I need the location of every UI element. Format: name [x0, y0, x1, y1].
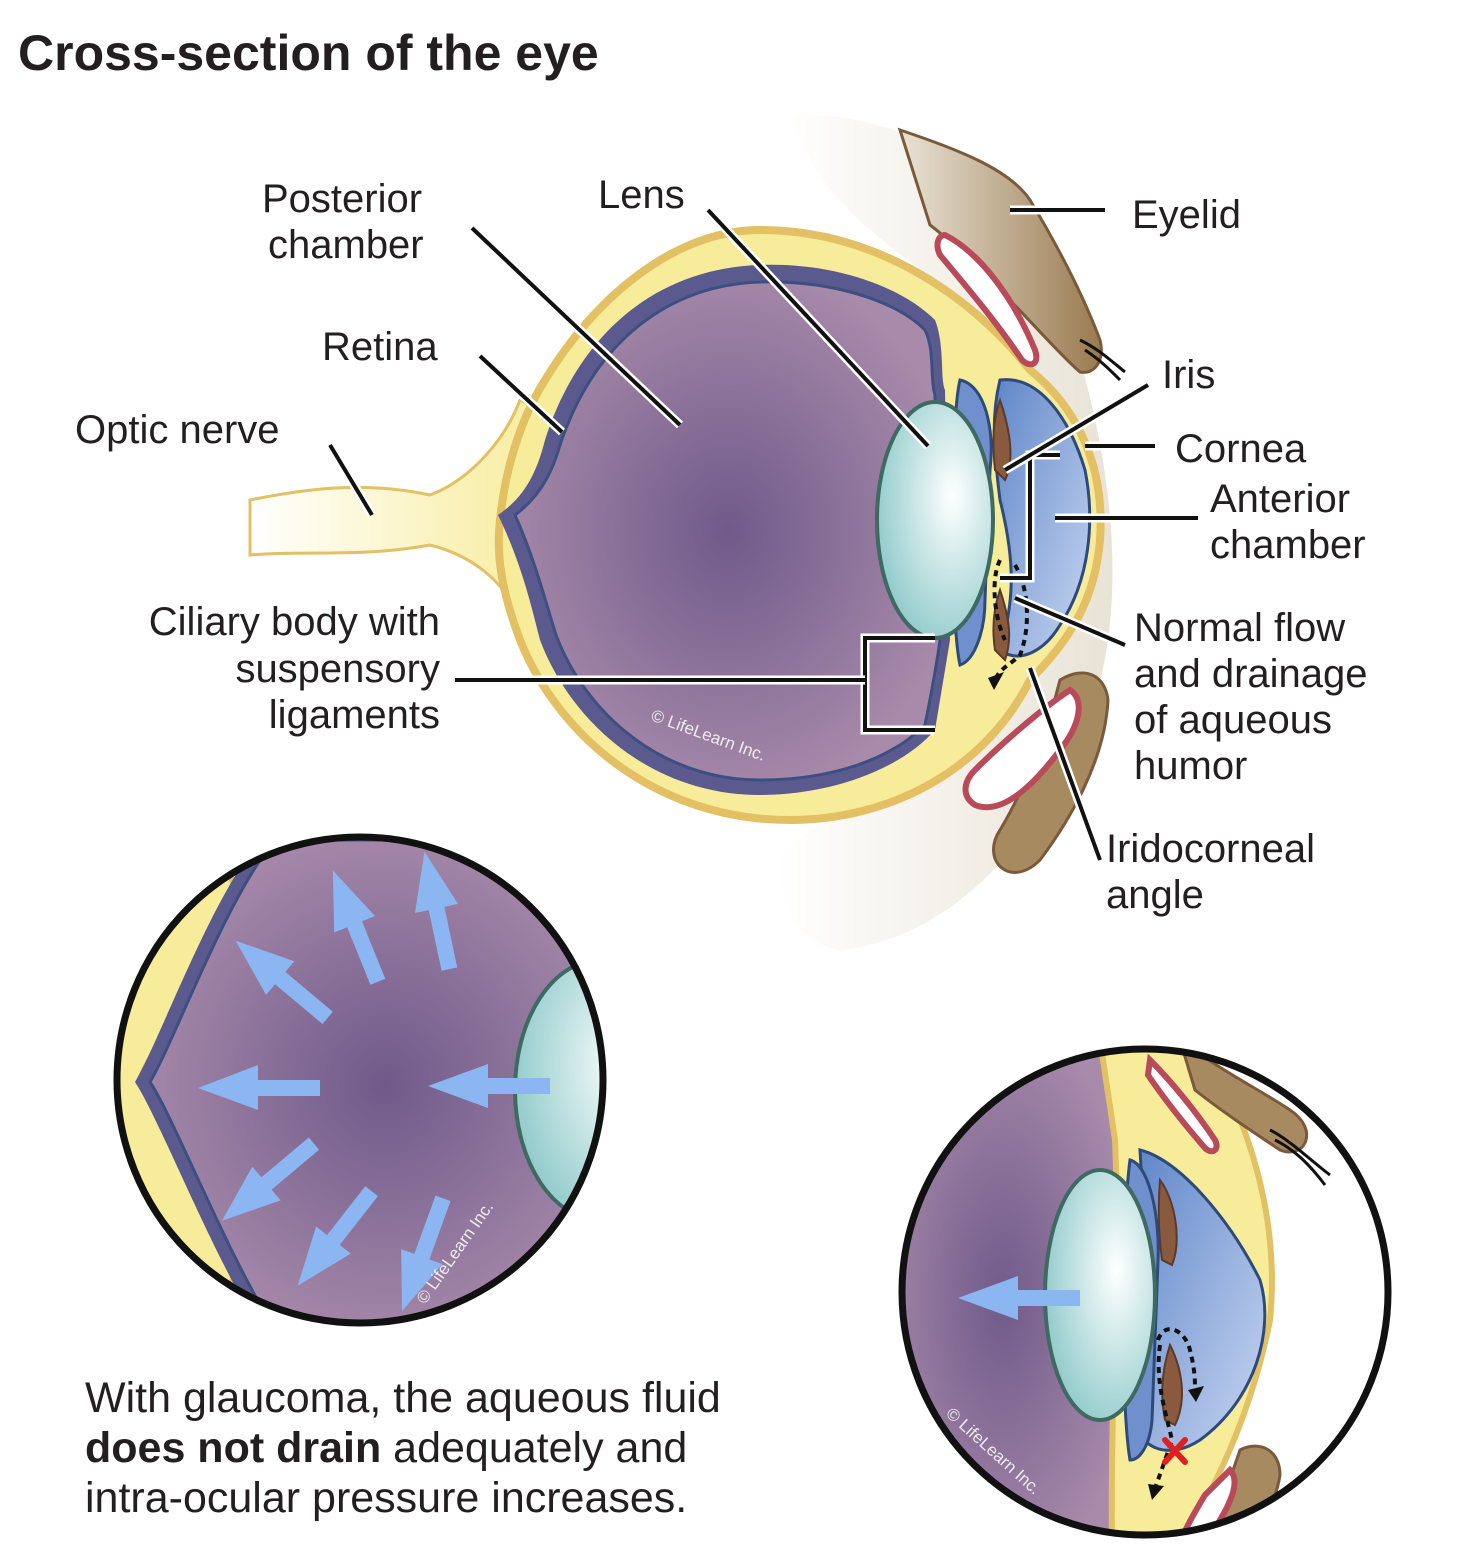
label-optic-nerve: Optic nerve — [75, 408, 280, 452]
label-iridocorneal-1: Iridocorneal — [1106, 827, 1315, 871]
upper-lid-margin — [934, 231, 1040, 368]
lens — [875, 400, 995, 640]
label-retina: Retina — [322, 325, 438, 369]
label-iris: Iris — [1162, 353, 1215, 397]
drainage-arrow-head — [988, 672, 1004, 690]
caption-line-2-rest: adequately and — [381, 1424, 687, 1472]
label-normal-flow-3: of aqueous — [1134, 698, 1332, 742]
label-posterior-chamber-1: Posterior — [262, 177, 422, 221]
label-anterior-chamber-1: Anterior — [1210, 477, 1350, 521]
blocked-flow-arrow — [1153, 1327, 1197, 1489]
label-ciliary-1: Ciliary body with — [149, 600, 440, 644]
pressure-arrow-down — [297, 1186, 378, 1286]
drainage-arrow — [992, 559, 1029, 681]
caption-bold: does not drain — [85, 1424, 381, 1472]
pressure-arrow-downleft — [222, 1137, 320, 1221]
pressure-arrow-up — [332, 870, 386, 985]
block-x-icon — [1162, 1437, 1188, 1465]
label-lens: Lens — [598, 173, 685, 217]
pressure-arrow-upright — [415, 851, 459, 971]
pressure-arrows — [198, 851, 550, 1312]
eyelashes — [1079, 338, 1126, 382]
label-anterior-chamber-2: chamber — [1210, 523, 1366, 567]
label-cornea: Cornea — [1175, 427, 1307, 471]
labels: Posterior chamber Lens Eyelid Retina Iri… — [75, 173, 1368, 917]
label-normal-flow-4: humor — [1134, 744, 1247, 788]
label-normal-flow-1: Normal flow — [1134, 606, 1345, 650]
pressure-arrow-downright — [401, 1195, 451, 1312]
inset-blocked-drainage: © LifeLearn Inc. — [898, 1045, 1392, 1539]
vitreous-body — [513, 280, 942, 782]
caption-line-3: intra-ocular pressure increases. — [85, 1474, 687, 1522]
leader-lines — [326, 205, 1198, 862]
inset-pressure-arrow — [958, 1276, 1080, 1320]
pressure-arrow-upleft — [235, 940, 333, 1025]
pressure-arrow-left — [198, 1065, 320, 1110]
label-ciliary-3: ligaments — [269, 693, 440, 737]
caption-line-1: With glaucoma, the aqueous fluid — [85, 1374, 721, 1422]
caption: With glaucoma, the aqueous fluid does no… — [85, 1374, 721, 1522]
label-normal-flow-2: and drainage — [1134, 652, 1368, 696]
label-posterior-chamber-2: chamber — [268, 223, 424, 267]
anterior-bracket — [1000, 453, 1060, 580]
diagram-title: Cross-section of the eye — [18, 25, 599, 81]
label-ciliary-2: suspensory — [235, 647, 440, 691]
label-eyelid: Eyelid — [1132, 193, 1241, 237]
anterior-chamber — [992, 378, 1092, 658]
pressure-arrow-lens — [428, 1064, 550, 1108]
label-iridocorneal-2: angle — [1106, 873, 1204, 917]
inset-pressure: © LifeLearn Inc. — [113, 833, 607, 1327]
caption-line-2: does not drain adequately and — [85, 1424, 687, 1472]
